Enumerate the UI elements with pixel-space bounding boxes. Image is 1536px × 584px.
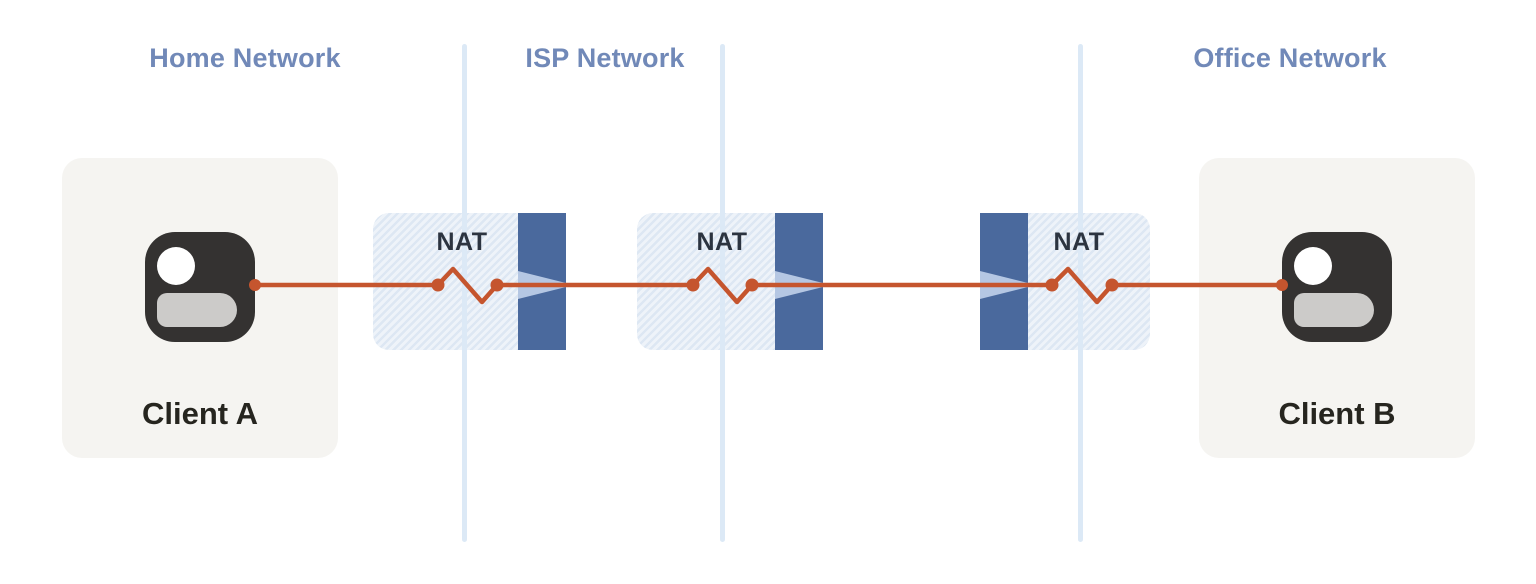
client-a-card: Client A (62, 158, 338, 458)
firewall-bar-icon (775, 213, 823, 350)
user-icon-head (157, 247, 195, 285)
user-icon (1282, 232, 1392, 342)
client-a-label: Client A (142, 396, 258, 431)
nat-label-1: NAT (436, 228, 488, 256)
nat-label-3: NAT (1053, 228, 1105, 256)
user-icon-body (157, 293, 237, 327)
zone-label-isp-network: ISP Network (525, 43, 685, 73)
client-b-label: Client B (1278, 396, 1396, 431)
user-icon-head (1294, 247, 1332, 285)
network-boundary-divider-3 (1078, 44, 1083, 542)
firewall-bar-icon (980, 213, 1028, 350)
user-icon-body (1294, 293, 1374, 327)
zone-label-home-network: Home Network (149, 43, 341, 73)
firewall-bar-icon (518, 213, 566, 350)
zone-label-office-network: Office Network (1193, 43, 1387, 73)
network-boundary-divider-1 (462, 44, 467, 542)
firewall-gap-wedge-icon (775, 271, 823, 299)
nat-label-2: NAT (696, 228, 748, 256)
network-boundary-divider-2 (720, 44, 725, 542)
client-b-card: Client B (1199, 158, 1475, 458)
user-icon (145, 232, 255, 342)
firewall-gap-wedge-icon (518, 271, 566, 299)
firewall-gap-wedge-icon (980, 271, 1028, 299)
